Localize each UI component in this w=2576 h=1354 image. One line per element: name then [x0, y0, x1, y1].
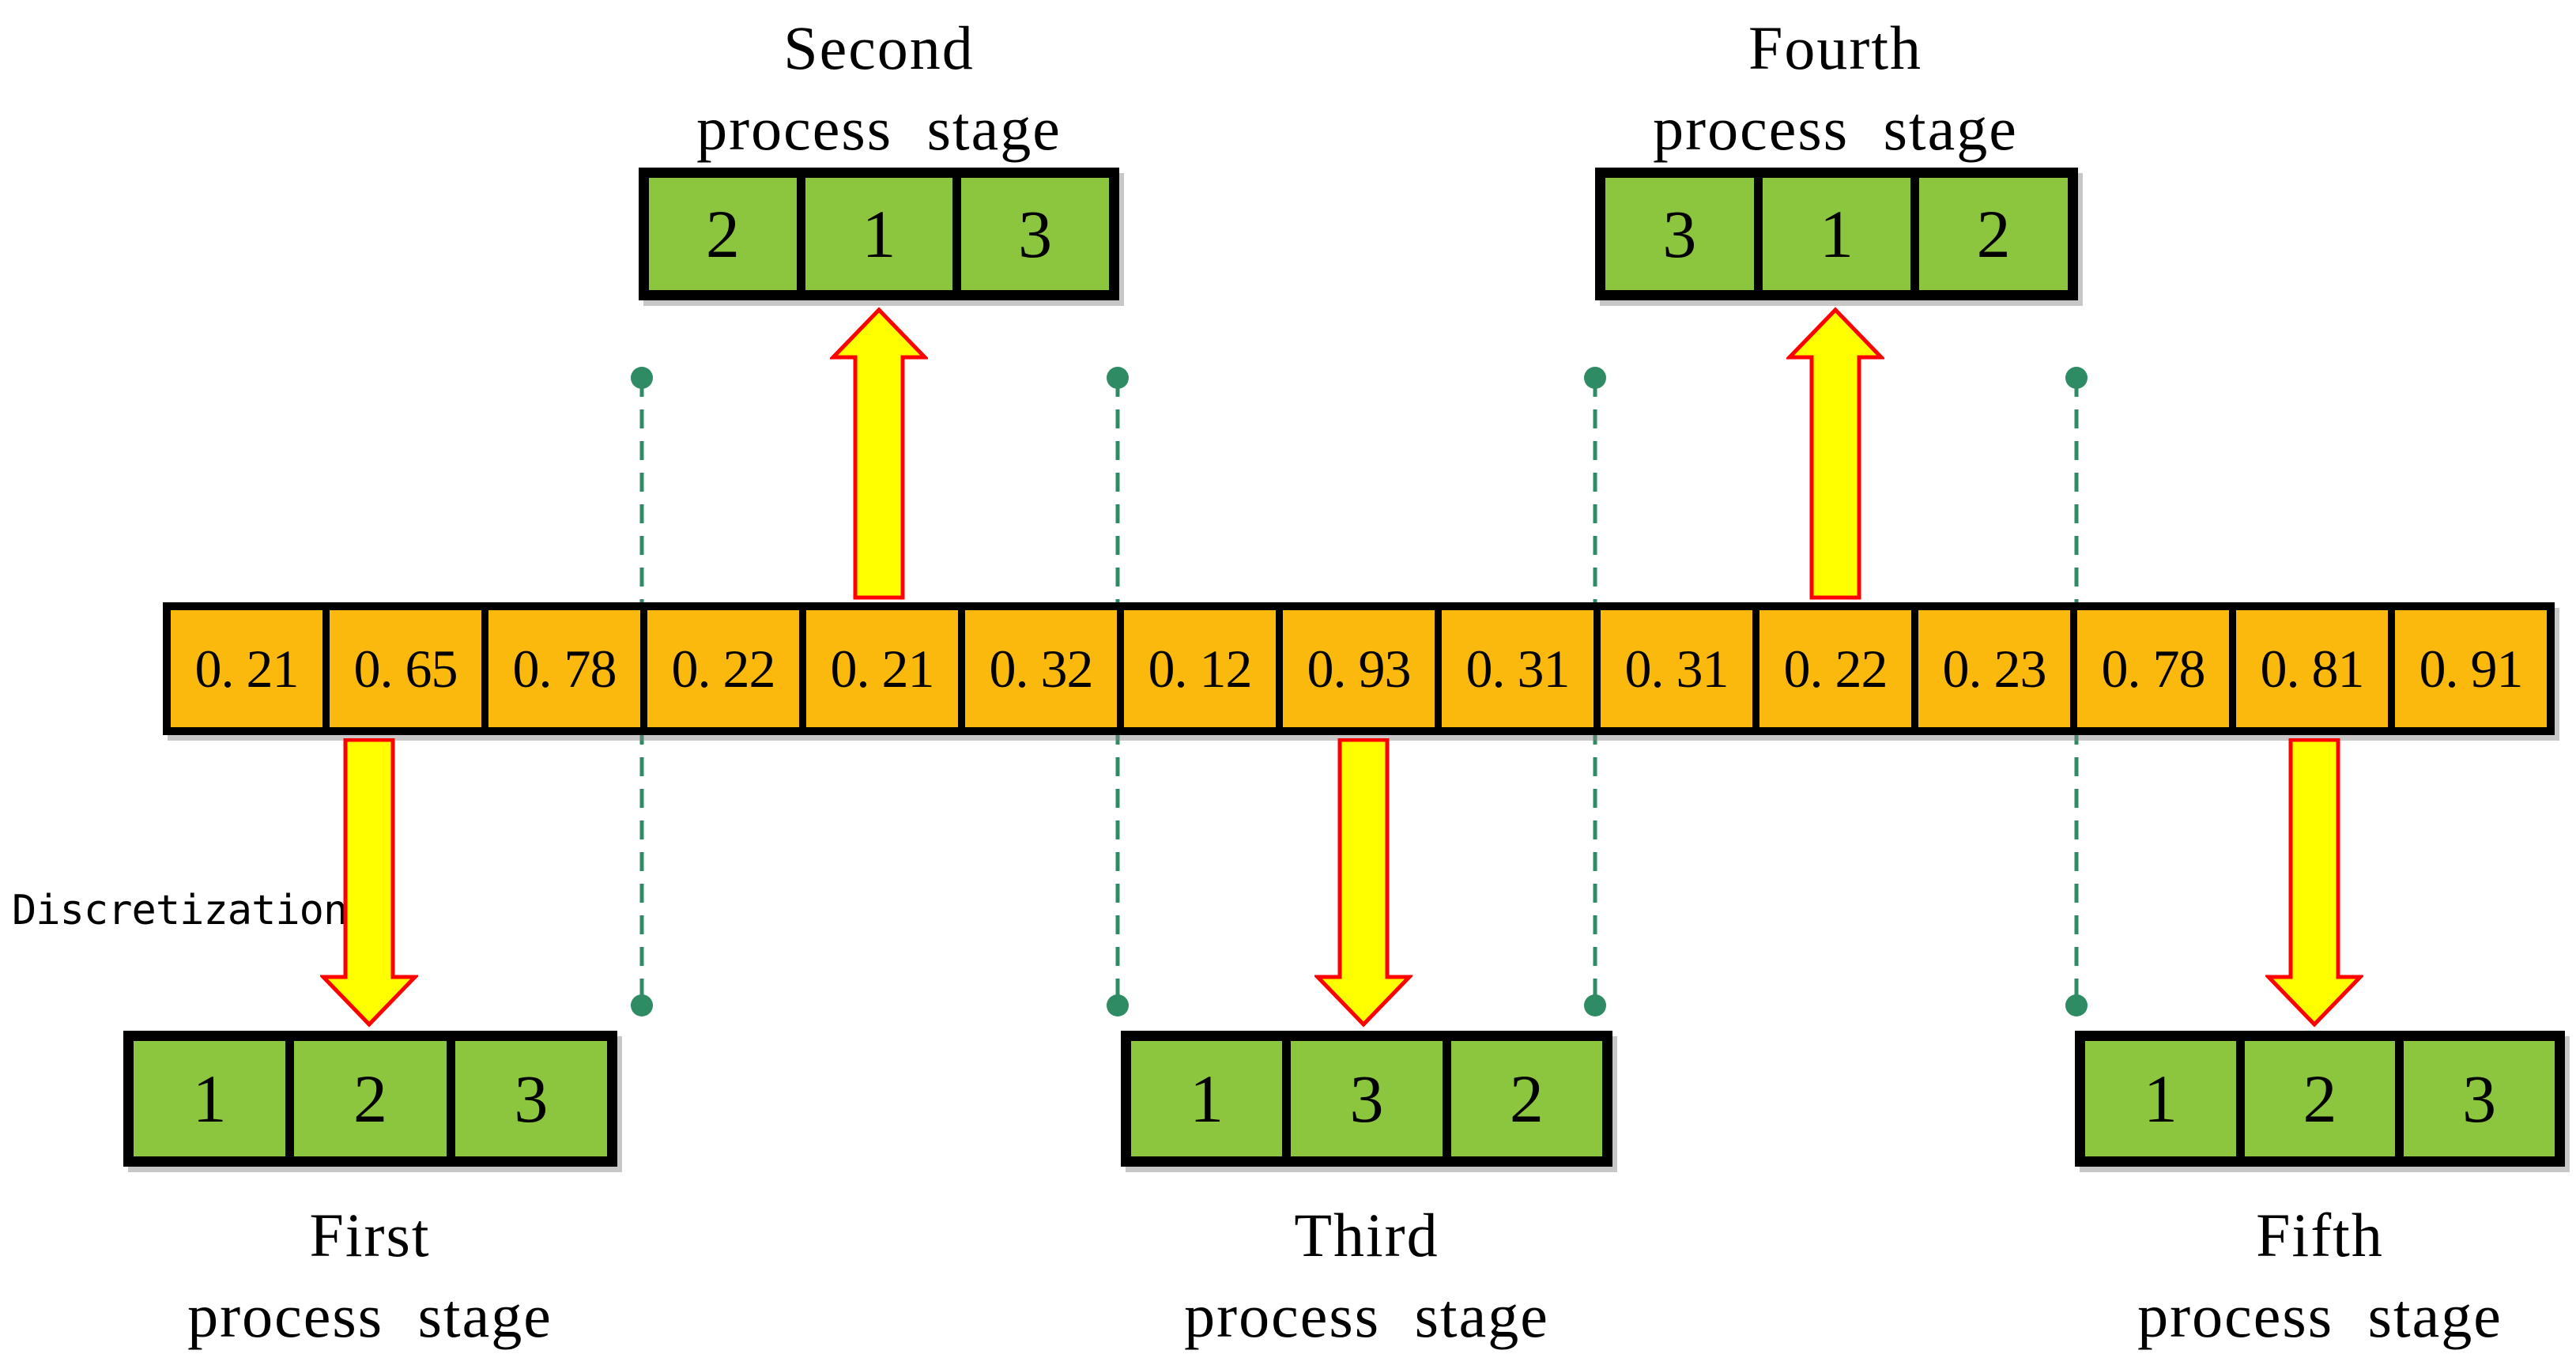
stage-title-third: Third process stage — [1050, 1195, 1683, 1354]
dashed-line-icon — [1107, 367, 1129, 1016]
bar-cell: 0. 22 — [1759, 610, 1911, 727]
down-arrow-icon — [2265, 738, 2363, 1028]
stage-cell: 1 — [1762, 178, 1911, 290]
stage-title-line1: Second — [783, 13, 975, 82]
stage-box-fourth: 3 1 2 — [1595, 168, 2078, 300]
down-arrow-icon — [1314, 738, 1412, 1028]
bar-cell: 0. 78 — [2077, 610, 2229, 727]
dashed-line-icon — [2065, 367, 2088, 1016]
bar-cell: 0. 32 — [965, 610, 1117, 727]
bar-cell: 0. 65 — [330, 610, 481, 727]
stage-title-line2: process stage — [696, 94, 1062, 163]
stage-title-line2: process stage — [1184, 1281, 1549, 1350]
stage-title-line1: First — [309, 1201, 431, 1269]
stage-title-fourth: Fourth process stage — [1519, 8, 2152, 169]
bar-cell: 0. 23 — [1918, 610, 2070, 727]
stage-title-first: First process stage — [54, 1195, 686, 1354]
bar-cell: 0. 12 — [1124, 610, 1276, 727]
stage-cell: 3 — [1291, 1041, 1443, 1156]
stage-box-fifth: 1 2 3 — [2075, 1031, 2565, 1167]
random-key-bar: 0. 21 0. 65 0. 78 0. 22 0. 21 0. 32 0. 1… — [163, 602, 2555, 735]
stage-cell: 1 — [134, 1041, 286, 1156]
stage-cell: 2 — [1919, 178, 2069, 290]
bar-cell: 0. 31 — [1442, 610, 1593, 727]
bar-cell: 0. 31 — [1601, 610, 1752, 727]
up-arrow-icon — [1786, 307, 1884, 601]
stage-cell: 3 — [961, 178, 1110, 290]
stage-cell: 2 — [294, 1041, 447, 1156]
stage-box-second: 2 1 3 — [639, 168, 1119, 300]
stage-title-line1: Fifth — [2256, 1201, 2384, 1269]
stage-title-line2: process stage — [1653, 94, 2018, 163]
stage-cell: 2 — [1450, 1041, 1602, 1156]
stage-boundary-connector-1 — [624, 360, 659, 1023]
stage-box-first: 1 2 3 — [123, 1031, 617, 1167]
bar-cell: 0. 81 — [2236, 610, 2388, 727]
discretization-label: Discretization — [12, 887, 348, 934]
stage-boundary-connector-4 — [2059, 360, 2094, 1023]
stage-cell: 3 — [1605, 178, 1754, 290]
bar-cell: 0. 91 — [2395, 610, 2547, 727]
stage-title-second: Second process stage — [563, 8, 1195, 169]
stage-cell: 1 — [2085, 1041, 2236, 1156]
dashed-line-icon — [631, 367, 653, 1016]
up-arrow-icon — [830, 307, 928, 601]
stage-cell: 2 — [2244, 1041, 2396, 1156]
bar-cell: 0. 22 — [647, 610, 799, 727]
stage-box-third: 1 3 2 — [1121, 1031, 1612, 1167]
stage-title-line1: Third — [1294, 1201, 1439, 1269]
stage-boundary-connector-3 — [1578, 360, 1612, 1023]
stage-title-line1: Fourth — [1748, 13, 1923, 82]
stage-title-line2: process stage — [2137, 1281, 2502, 1350]
bar-cell: 0. 21 — [806, 610, 958, 727]
bar-cell: 0. 21 — [171, 610, 322, 727]
stage-title-fifth: Fifth process stage — [2004, 1195, 2576, 1354]
stage-title-line2: process stage — [187, 1281, 553, 1350]
down-arrow-icon — [320, 738, 418, 1028]
stage-cell: 2 — [649, 178, 797, 290]
stage-cell: 1 — [805, 178, 953, 290]
stage-cell: 3 — [2404, 1041, 2555, 1156]
bar-cell: 0. 78 — [488, 610, 640, 727]
stage-cell: 1 — [1131, 1041, 1283, 1156]
bar-cell: 0. 93 — [1283, 610, 1435, 727]
dashed-line-icon — [1584, 367, 1606, 1016]
stage-cell: 3 — [454, 1041, 607, 1156]
stage-boundary-connector-2 — [1100, 360, 1135, 1023]
